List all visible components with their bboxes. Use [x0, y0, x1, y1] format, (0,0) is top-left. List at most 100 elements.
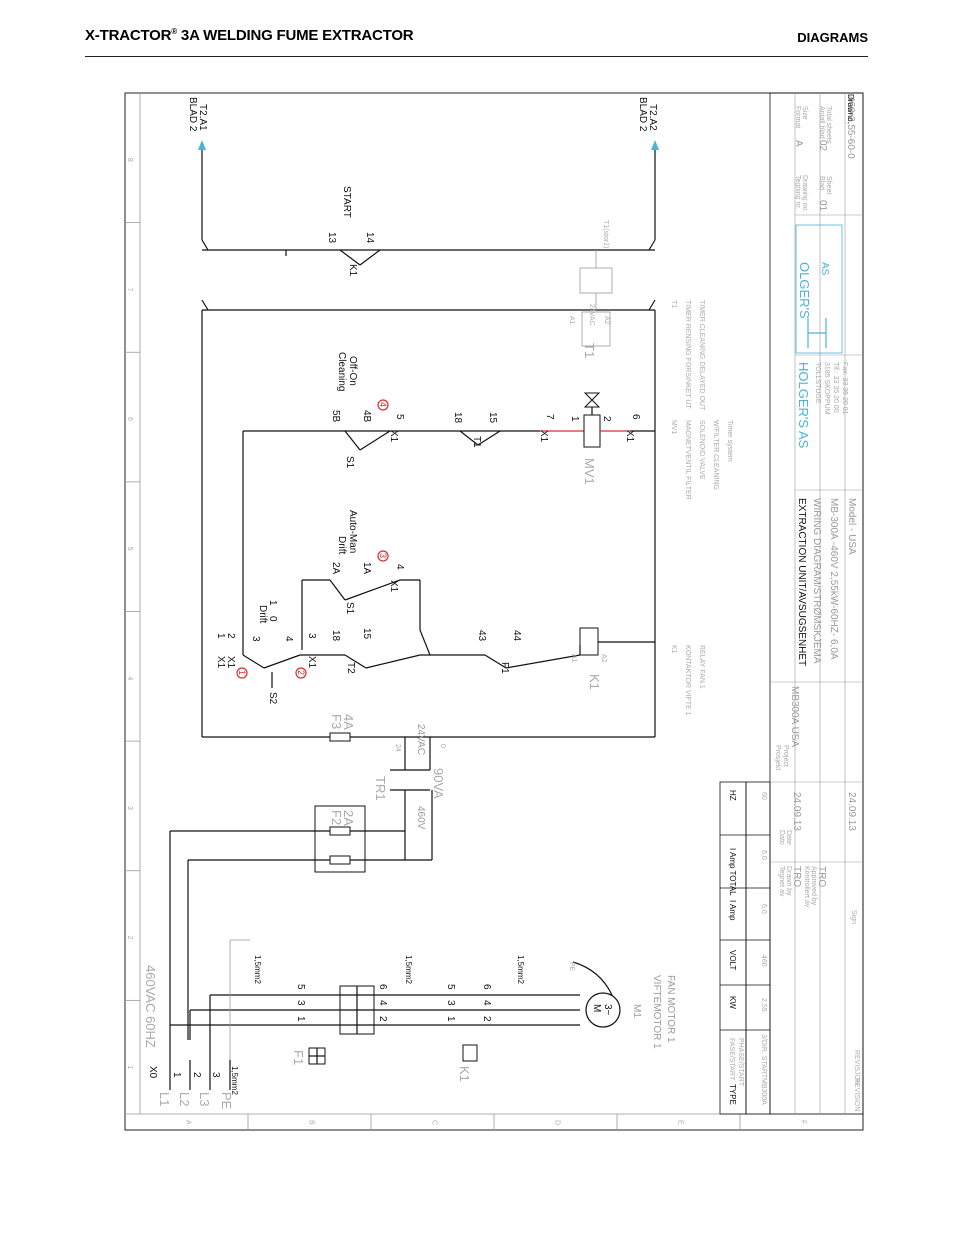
t1-contact-label: T1(stor1) [602, 220, 609, 248]
tr1-24: 24 [394, 744, 401, 752]
power-circuit: 460VAC 60HZ L1 L2 L3 PE X0 1 2 3 1,5mm2 … [143, 939, 676, 1110]
grid-col-3: 3 [126, 806, 133, 810]
mv1-desc-line-1: MAGNETVENTIL FILTER [684, 420, 691, 500]
k1-desc-line-2: RELAY FAN 1 [698, 645, 705, 689]
s2-term-4: 4 [283, 636, 294, 642]
motor-desc-1: VIFTEMOTOR 1 [651, 975, 662, 1049]
logo-text-2: AS [819, 262, 830, 276]
x1-term-2: 2 [225, 633, 236, 639]
company-logo [795, 224, 843, 354]
supply-term-3: 3 [210, 1072, 221, 1078]
start-label: START [341, 186, 352, 218]
supply-l1: L1 [157, 1092, 172, 1106]
title-checked: TRO [816, 866, 827, 887]
f1-term-6: 6 [377, 984, 388, 990]
grid-col-4: 4 [126, 676, 133, 680]
s1-label-clean: S1 [344, 456, 355, 469]
cleaning-label: Cleaning [336, 352, 347, 391]
f1-label: F1 [291, 1050, 306, 1065]
svg-text:1: 1 [237, 670, 247, 675]
k1-coil-a2: A2 [600, 654, 607, 663]
drawing-no-label: Drawno. [846, 94, 855, 124]
title-revision-2: REVISION [853, 1078, 860, 1111]
supply-terminal: X0 [147, 1066, 158, 1079]
tr1-secondary: 24VAC [415, 724, 426, 755]
s1-label-auto: S1 [344, 602, 355, 615]
drift-auto-label: Drift [336, 536, 347, 555]
sheets-label-2: Total sheets [825, 106, 832, 144]
t1-coil-voltage: 24VAC [588, 304, 595, 326]
grid-row-E: E [677, 1120, 684, 1125]
motor-symbol-m: M [591, 1004, 602, 1012]
cleaning-modes: Off-On [347, 356, 358, 386]
t1-coil-a1: A1 [568, 316, 575, 325]
format-value: A [793, 140, 804, 147]
table-itotal-value: 6,0 [760, 850, 767, 860]
output-blad2-a2: BLAD 2 T2.A2 [637, 97, 659, 240]
t2-term-15: 15 [361, 628, 372, 640]
motor-symbol-3: 3~ [602, 1004, 613, 1016]
title-subtitle: WIRING DIAGRAM/STRØMSKJEMA [811, 498, 822, 664]
k1-desc-line-0: K1 [670, 645, 677, 654]
mv1-desc-line-3: W/FILTER CLEANING [712, 420, 719, 490]
k1-main-1: 1 [445, 1016, 456, 1022]
title-drawn: TRO [791, 866, 802, 887]
k1-main-5: 5 [445, 984, 456, 990]
title-model: Model - USA [846, 498, 857, 555]
k1-desc-line-1: KONTAKTOR VIFTE 1 [684, 645, 691, 716]
sheets-number: 02 [817, 140, 828, 152]
sheet-label-1: Blad [818, 176, 825, 190]
drift-auto-modes: Auto-Man [347, 510, 358, 553]
title-drawn-label-2: Drawn by [785, 866, 792, 896]
t1-coil-a2: A2 [603, 316, 610, 325]
k1-term-1: 1 [295, 1016, 306, 1022]
grid-row-F: F [800, 1120, 807, 1124]
supply-l2: L2 [177, 1092, 192, 1106]
f1-contact-label: F1 [499, 662, 510, 674]
table-iamp-value: 6,0 [760, 904, 767, 914]
document-title: X-TRACTOR® 3A WELDING FUME EXTRACTOR [85, 27, 414, 44]
title-project: MB300A USA [789, 686, 800, 747]
table-iamp: I Amp [728, 900, 737, 921]
x1-term-3: 3 [306, 633, 317, 639]
k1-main-2: 2 [481, 1016, 492, 1022]
f1-term-4: 4 [377, 1000, 388, 1006]
s1-clean-5b: 5B [330, 410, 341, 423]
t1-contact-18: 18 [452, 412, 463, 424]
drift-off: 0 [267, 616, 278, 622]
supply-cable: 1,5mm2 [230, 1066, 239, 1095]
table-kw: KW [728, 996, 737, 1009]
f1-contact-44: 44 [511, 630, 522, 642]
k1-coil-label: K1 [587, 674, 602, 690]
logo-text-1: OLGER'S [797, 262, 812, 319]
title-date1: 24.09.13 [791, 792, 802, 831]
t1-desc-line-1: TIMER RENSING FORSINKET UT [684, 300, 691, 409]
x1-term-7: 7 [544, 414, 555, 420]
title-project-label-1: Prosjekt [774, 745, 781, 770]
x1-terminal-1: X1 [215, 656, 226, 669]
title-drawn-label-1: Tegnet av [778, 866, 785, 897]
k1-contact-14: 14 [364, 232, 375, 244]
title-checked-label-1: Kontrollert av [803, 866, 810, 908]
svg-text:3: 3 [378, 553, 388, 558]
t1-label: T1 [582, 343, 597, 358]
company-line-1: TOLLSTUGE [814, 362, 821, 404]
marker-4 [377, 399, 389, 411]
fuse-f2: F2 2A [169, 805, 432, 1040]
title-date-label-2: Date [785, 830, 792, 845]
tr1-0: 0 [439, 744, 446, 748]
output-left-ref: T2.A1 [197, 104, 208, 131]
marker-2 [295, 667, 307, 679]
grid-row-A: A [185, 1120, 192, 1125]
k1-main-6: 6 [481, 984, 492, 990]
k1-contact-13: 13 [326, 232, 337, 244]
x1-terminal-5: X1 [388, 430, 399, 443]
f3-rating: 4A [341, 714, 356, 730]
grid-col-2: 2 [126, 936, 133, 940]
marker-1 [236, 667, 248, 679]
table-hz-value: 60 [760, 792, 767, 800]
x1-term-6: 6 [630, 414, 641, 420]
title-checked-label-2: Approved by [810, 866, 817, 906]
table-kw-value: 2,55 [760, 998, 767, 1012]
